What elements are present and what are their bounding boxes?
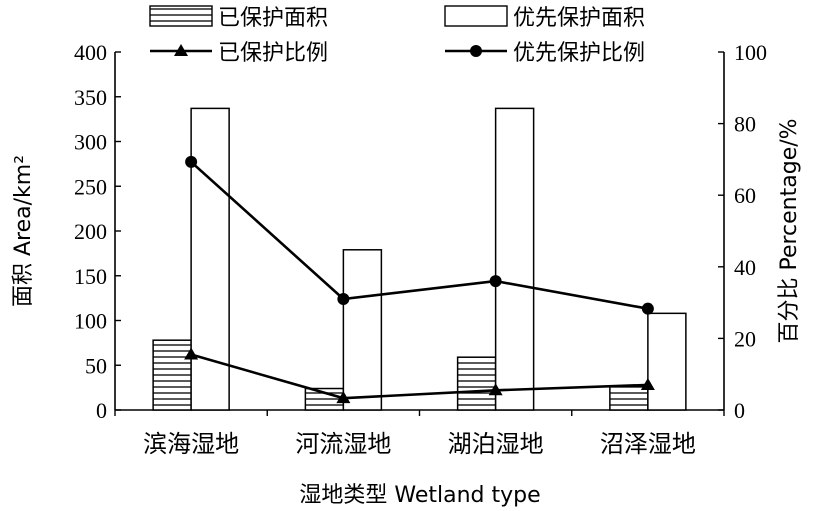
y-tick-label: 300 [74, 130, 107, 155]
y-tick-label: 200 [74, 219, 107, 244]
y2-tick-label: 0 [734, 398, 745, 423]
data-point [337, 293, 350, 306]
legend-label: 优先保护比例 [513, 41, 645, 66]
legend-marker [470, 45, 482, 57]
data-point [184, 347, 199, 360]
x-category-label: 河流湿地 [295, 430, 391, 458]
y2-axis-title: 百分比 Percentage/% [777, 118, 802, 343]
legend-swatch [444, 5, 508, 27]
data-point [640, 377, 655, 390]
y-tick-label: 50 [85, 353, 107, 378]
y2-tick-label: 40 [734, 255, 756, 280]
series-line [190, 353, 648, 400]
data-point [185, 155, 198, 168]
x-axis-title: 湿地类型 Wetland type [299, 483, 540, 508]
y-tick-label: 0 [96, 398, 107, 423]
y-tick-label: 150 [74, 264, 107, 289]
y-tick-label: 350 [74, 85, 107, 110]
legend-swatch [149, 5, 213, 27]
legend-label: 已保护比例 [218, 41, 328, 66]
x-category-label: 沼泽湿地 [600, 430, 696, 458]
y2-tick-label: 60 [734, 183, 756, 208]
y2-tick-label: 100 [734, 40, 767, 65]
legend-label: 已保护面积 [218, 6, 328, 31]
data-point [489, 275, 502, 288]
x-category-label: 湖泊湿地 [448, 430, 544, 458]
legend-marker [174, 44, 188, 56]
data-point [336, 391, 351, 404]
bars [152, 107, 687, 411]
x-category-label: 滨海湿地 [143, 430, 239, 458]
legend-label: 优先保护面积 [513, 6, 645, 31]
series-line [190, 160, 649, 310]
y2-tick-label: 80 [734, 112, 756, 137]
data-point [488, 383, 503, 396]
labels: 面积 Area/km² 百分比 Percentage/% 湿地类型 Wetland … [11, 118, 802, 508]
y-axis-title: 面积 Area/km² [11, 155, 36, 307]
bar [647, 312, 687, 411]
bar [342, 249, 383, 411]
y-tick-label: 400 [74, 40, 107, 65]
bar [494, 107, 535, 411]
y2-tick-label: 20 [734, 326, 756, 351]
lines [184, 155, 655, 404]
y-tick-label: 250 [74, 174, 107, 199]
bar [152, 339, 192, 411]
y-tick-label: 100 [74, 309, 107, 334]
data-point [641, 302, 654, 315]
bar [456, 356, 497, 411]
